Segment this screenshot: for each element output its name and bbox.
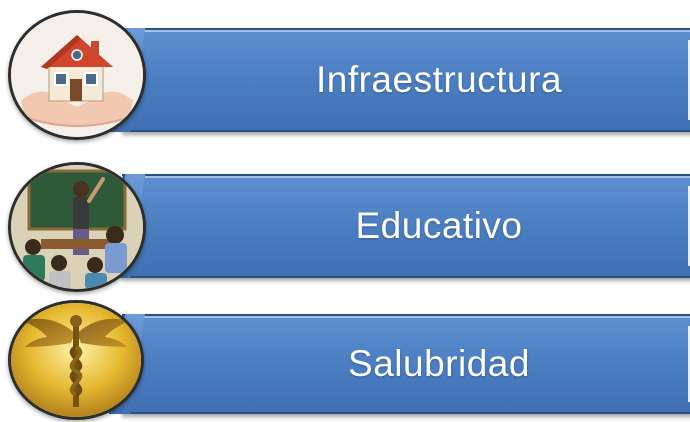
classroom-icon (8, 162, 146, 292)
banner-educativo[interactable]: Educativo (122, 174, 690, 278)
banner-infraestructura[interactable]: Infraestructura (122, 28, 690, 132)
caduceus-icon (8, 300, 144, 420)
list-item-infraestructura[interactable]: Infraestructura (0, 8, 690, 140)
banner-salubridad[interactable]: Salubridad (122, 314, 690, 414)
banner-label: Infraestructura (315, 59, 563, 100)
banner-label: Salubridad (348, 343, 530, 384)
banner-label: Educativo (355, 205, 523, 246)
list-item-salubridad[interactable]: Salubridad (0, 300, 690, 420)
list-item-educativo[interactable]: Educativo (0, 158, 690, 292)
house-in-hands-icon (8, 10, 146, 140)
